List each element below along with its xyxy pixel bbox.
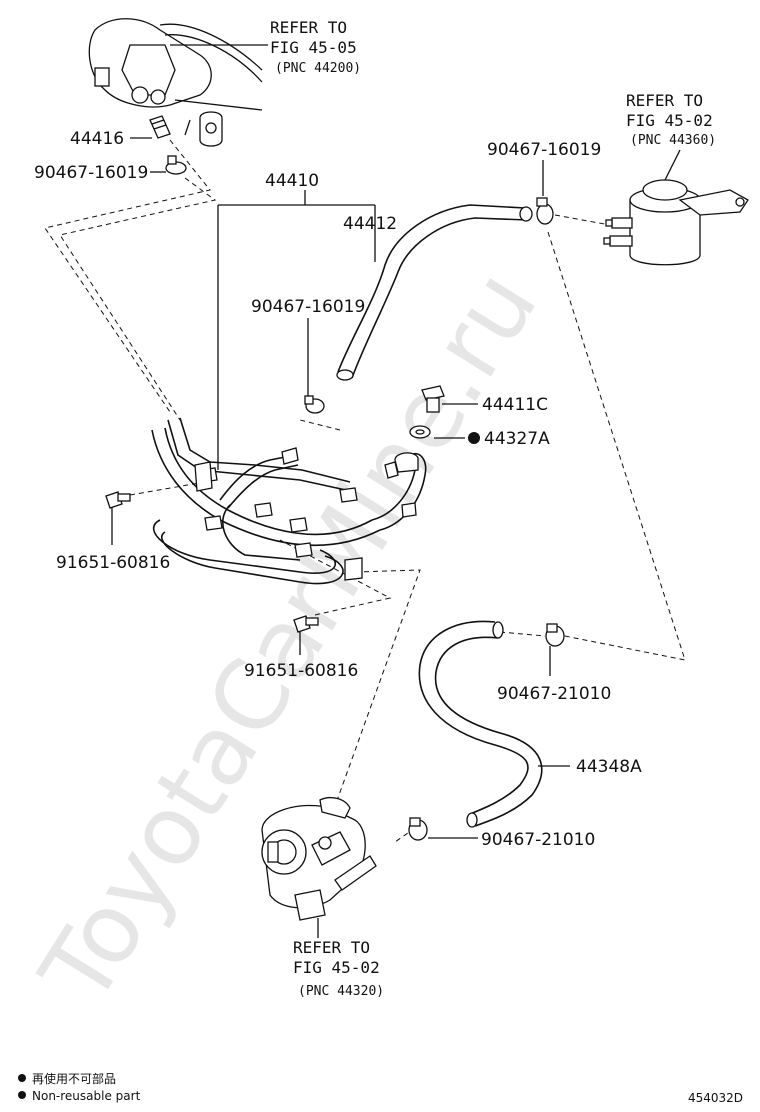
- ref-pump: REFER TO FIG 45-02 (PNC 44320): [293, 938, 384, 999]
- ref-tank-line3: (PNC 44360): [630, 133, 716, 148]
- label-bolt-bottom: 91651-60816: [244, 661, 358, 681]
- leader-tank-ref: [664, 149, 681, 181]
- bolt-bottom: [293, 615, 319, 633]
- hose-44412: [336, 204, 533, 381]
- label-44416: 44416: [70, 129, 124, 149]
- power-steering-pump-illustration: [261, 797, 377, 921]
- clamp-top-right: [536, 197, 554, 225]
- bolt-left: [105, 491, 131, 509]
- union-bolt-44411c: [421, 385, 445, 413]
- label-clamp-mid: 90467-16019: [251, 297, 365, 317]
- gasket-44327a: [409, 425, 431, 439]
- clamp-mid: [304, 395, 325, 414]
- legend: 再使用不可部品 Non-reusable part: [18, 1071, 141, 1103]
- leader-44410: [217, 204, 376, 470]
- ref-tank-line2: FIG 45-02: [626, 111, 713, 130]
- legend-bullet-en: [18, 1091, 26, 1099]
- legend-jp: 再使用不可部品: [32, 1071, 116, 1086]
- ref-pump-line2: FIG 45-02: [293, 958, 380, 977]
- legend-bullet-jp: [18, 1074, 26, 1082]
- ref-gear-line3: (PNC 44200): [275, 61, 361, 76]
- non-reusable-marker: [468, 432, 480, 444]
- reservoir-tank-illustration: [603, 179, 749, 266]
- hose-44348a: [418, 620, 543, 828]
- label-bolt-left: 91651-60816: [56, 553, 170, 573]
- label-clamp-top-left: 90467-16019: [34, 163, 148, 183]
- steering-gear-illustration: [88, 18, 263, 147]
- ref-gear-line2: FIG 45-05: [270, 38, 357, 57]
- ref-tank-line1: REFER TO: [626, 91, 703, 110]
- label-44411c: 44411C: [482, 395, 548, 415]
- clamp-top-left: [165, 155, 187, 175]
- ref-gear: REFER TO FIG 45-05 (PNC 44200): [270, 18, 361, 76]
- label-clamp-top-right: 90467-16019: [487, 140, 601, 160]
- label-44412: 44412: [343, 214, 397, 234]
- ref-tank: REFER TO FIG 45-02 (PNC 44360): [626, 91, 716, 148]
- ref-gear-line1: REFER TO: [270, 18, 347, 37]
- label-44410: 44410: [265, 171, 319, 191]
- label-clamp-right-hose-top: 90467-21010: [497, 684, 611, 704]
- legend-en: Non-reusable part: [32, 1089, 141, 1103]
- clamp-right-hose-top: [545, 623, 565, 647]
- union-44416: [149, 115, 171, 139]
- ref-pump-line3: (PNC 44320): [298, 984, 384, 999]
- label-44327a: 44327A: [484, 429, 550, 449]
- ref-pump-line1: REFER TO: [293, 938, 370, 957]
- label-clamp-right-hose-bottom: 90467-21010: [481, 830, 595, 850]
- figure-code: 454032D: [688, 1091, 743, 1105]
- label-44348a: 44348A: [576, 757, 642, 777]
- hose-assembly-44410: [151, 417, 427, 585]
- clamp-right-hose-bottom: [408, 817, 428, 841]
